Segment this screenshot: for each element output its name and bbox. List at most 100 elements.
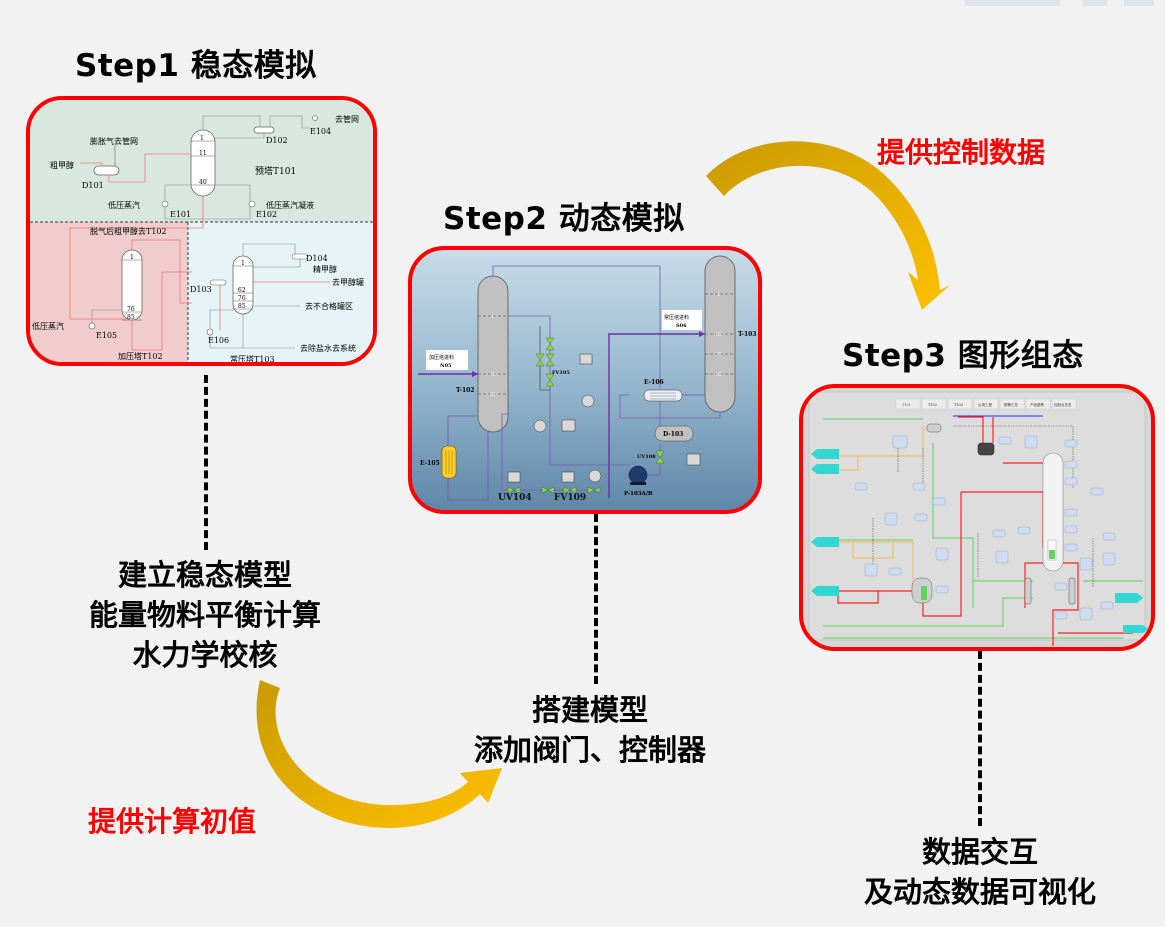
step1-connector [204, 375, 208, 550]
t103-tray-77: 77 [716, 352, 722, 358]
step1-title: Step1 稳态模拟 [75, 48, 317, 84]
label-crude-methanol: 粗甲醇 [50, 160, 74, 170]
fv105-valves [535, 337, 555, 387]
label-uv108: UV108 [637, 454, 656, 460]
label-e102: E102 [256, 210, 277, 219]
feed-stream: N05 [440, 363, 452, 369]
step2-caption-line: 搭建模型 [531, 693, 648, 727]
t102-tray-85: 85 [490, 392, 496, 398]
region-pressure-column [30, 222, 188, 362]
step3-panel: T101 T102 T103 公用工程 报警汇总 产品趋势 控制点总览 [799, 384, 1155, 651]
hmi-flow-arrows [811, 449, 1143, 603]
label-pump: P-103A/B [624, 491, 653, 497]
label-fv105: FV105 [552, 370, 570, 376]
pump-p103 [628, 465, 648, 485]
t102-tray-1: 1 [491, 314, 494, 320]
label-to-grid: 去管网 [335, 114, 359, 124]
step1-caption-line: 能量物料平衡计算 [88, 598, 321, 632]
label-d103: D103 [190, 285, 212, 294]
step3-connector [978, 651, 982, 826]
step2-caption-line: 添加阀门、控制器 [473, 733, 706, 767]
label-provide-control-data: 提供控制数据 [877, 136, 1046, 169]
hmi-tab-label: 报警汇总 [1004, 402, 1018, 407]
label-fv109: FV109 [554, 493, 587, 503]
label-d101: D101 [82, 181, 104, 190]
feed-n05-box [426, 350, 468, 370]
hmi-tab-t101 [895, 398, 921, 410]
t101-tray-11: 11 [199, 150, 207, 157]
hmi-tab-alarms [999, 398, 1025, 410]
watermark-logo [965, 0, 1154, 6]
step1-panel: 1 11 40 粗甲醇 膨胀气去管网 D101 D102 E104 去管网 预塔… [26, 96, 377, 366]
region-label-t101: 预塔T101 [255, 165, 296, 177]
t102-column [477, 275, 509, 433]
label-lp-steam-1: 低压蒸汽 [108, 200, 140, 210]
label-t103: T-103 [738, 331, 757, 338]
hmi-graphic-screen: T101 T102 T103 公用工程 报警汇总 产品趋势 控制点总览 [808, 391, 1148, 646]
steady-state-flowsheet: 1 11 40 粗甲醇 膨胀气去管网 D101 D102 E104 去管网 预塔… [30, 100, 373, 362]
label-lp-condensate: 低压蒸汽凝液 [266, 200, 314, 210]
t103-tray-62: 62 [716, 332, 722, 338]
hmi-tab-utilities [973, 398, 999, 410]
t103-tray-62: 62 [238, 287, 246, 294]
t103-tray-85: 85 [238, 303, 246, 310]
label-e105: E-105 [420, 460, 440, 467]
step3-caption-line: 数据交互 [921, 835, 1038, 869]
hmi-tab-label: T101 [902, 403, 911, 407]
label-e106: E106 [208, 336, 229, 345]
step1-caption-line: 建立稳态模型 [117, 558, 292, 592]
t102-tray-76: 76 [490, 372, 496, 378]
step2-panel: 1 76 85 T-102 1 62 77 85 T-103 加压塔进料 N05… [408, 246, 762, 514]
hmi-tab-label: 公用工程 [978, 402, 992, 407]
label-expansion-gas: 膨胀气去管网 [90, 136, 138, 146]
d103-drum [654, 425, 694, 442]
label-d102: D102 [266, 136, 288, 145]
step3-title: Step3 图形组态 [842, 338, 1084, 374]
hmi-tab-t103 [947, 398, 973, 410]
hmi-tab-trends [1025, 398, 1051, 410]
step3-caption: 数据交互 及动态数据可视化 [820, 832, 1140, 912]
step1-caption-line: 水力学校核 [132, 638, 278, 672]
step3-caption-line: 及动态数据可视化 [863, 875, 1096, 909]
label-to-methanol-tank: 去甲醇罐 [332, 277, 364, 287]
feed2-stream: S06 [676, 323, 687, 329]
curved-arrow [706, 141, 950, 310]
label-e104: E104 [310, 127, 331, 136]
region-label-t102: 加压塔T102 [118, 351, 163, 361]
d103-drum [209, 279, 227, 286]
hmi-tab-label: 控制点总览 [1054, 402, 1072, 407]
curved-arrow [256, 680, 502, 828]
label-e101: E101 [170, 210, 191, 219]
hmi-tab-label: 产品趋势 [1030, 402, 1045, 407]
t103-tray-85: 85 [716, 372, 722, 378]
label-d103: D-103 [663, 431, 683, 438]
region-atmospheric-column [188, 222, 373, 362]
feed-s06-box [662, 310, 702, 330]
hmi-tab-control-points [1051, 398, 1077, 410]
label-refined: 精甲醇 [313, 264, 337, 274]
hmi-tab-label: T102 [928, 403, 937, 407]
t103-tray-76: 76 [238, 295, 246, 302]
t103-tray-1: 1 [717, 292, 720, 298]
hmi-tab-label: T103 [954, 403, 963, 407]
label-t102: T-102 [456, 387, 475, 394]
dynamic-model-flowsheet: 1 76 85 T-102 1 62 77 85 T-103 加压塔进料 N05… [418, 255, 757, 501]
arrow-step2-to-step3 [706, 141, 950, 310]
label-degassed: 脱气后粗甲醇去T102 [90, 226, 167, 236]
e106-exchanger [643, 389, 683, 402]
label-provide-initial-values: 提供计算初值 [88, 805, 257, 838]
hmi-tab-t102 [921, 398, 947, 410]
t102-tray-76: 76 [127, 306, 135, 313]
label-e105: E105 [96, 331, 117, 340]
step2-title: Step2 动态模拟 [443, 201, 685, 237]
hmi-tabs: T101 T102 T103 公用工程 报警汇总 产品趋势 控制点总览 [895, 398, 1077, 410]
arrow-step1-to-step2 [256, 680, 502, 828]
d101-drum [93, 165, 120, 176]
step1-caption: 建立稳态模型 能量物料平衡计算 水力学校核 [55, 555, 355, 675]
label-e106: E-106 [644, 379, 664, 386]
label-uv104: UV104 [498, 493, 532, 503]
step2-caption: 搭建模型 添加阀门、控制器 [440, 690, 740, 770]
t102-tray-85: 85 [127, 314, 135, 321]
t102-tray-1: 1 [130, 254, 134, 261]
label-lp-steam-2: 低压蒸汽 [32, 321, 64, 331]
